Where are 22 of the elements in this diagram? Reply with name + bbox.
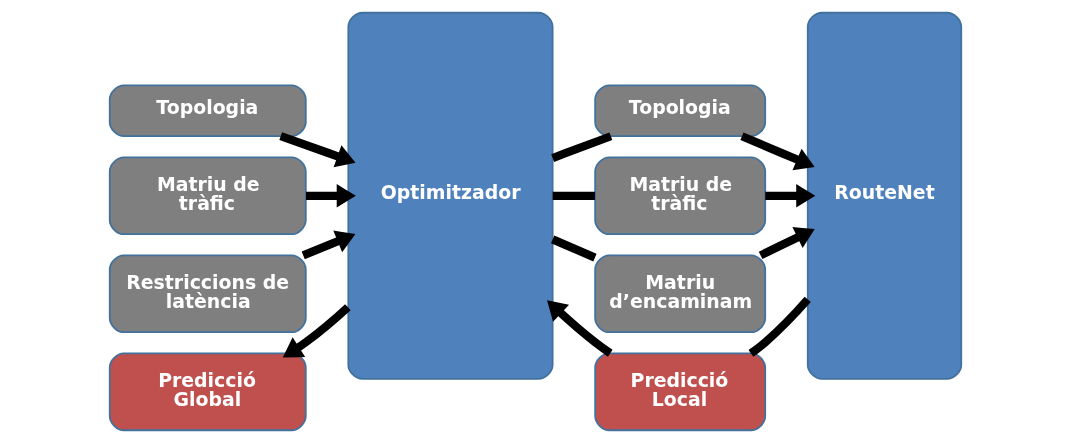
arrow — [758, 226, 815, 260]
node-box: Predicció Global — [108, 352, 307, 432]
node-box: Matriu d’encaminam — [593, 254, 766, 334]
node-box: Matriu de tràfic — [593, 156, 766, 236]
arrow — [282, 304, 351, 358]
arrow — [305, 184, 356, 208]
node-box: Optimitzador — [346, 11, 553, 380]
node-box: Predicció Local — [593, 352, 766, 432]
arrow — [301, 230, 355, 260]
connector — [550, 132, 612, 162]
node-box: Topologia — [593, 84, 766, 138]
arrow — [546, 300, 613, 357]
node-box: Restriccions de latència — [108, 254, 307, 334]
connector — [550, 235, 597, 262]
node-box: RouteNet — [806, 11, 962, 380]
node-box: Topologia — [108, 84, 307, 138]
arrow — [739, 132, 815, 171]
arrow — [278, 132, 356, 168]
node-box: Matriu de tràfic — [108, 156, 307, 236]
arrow — [764, 184, 815, 208]
connector — [748, 296, 811, 357]
connector — [552, 191, 595, 200]
